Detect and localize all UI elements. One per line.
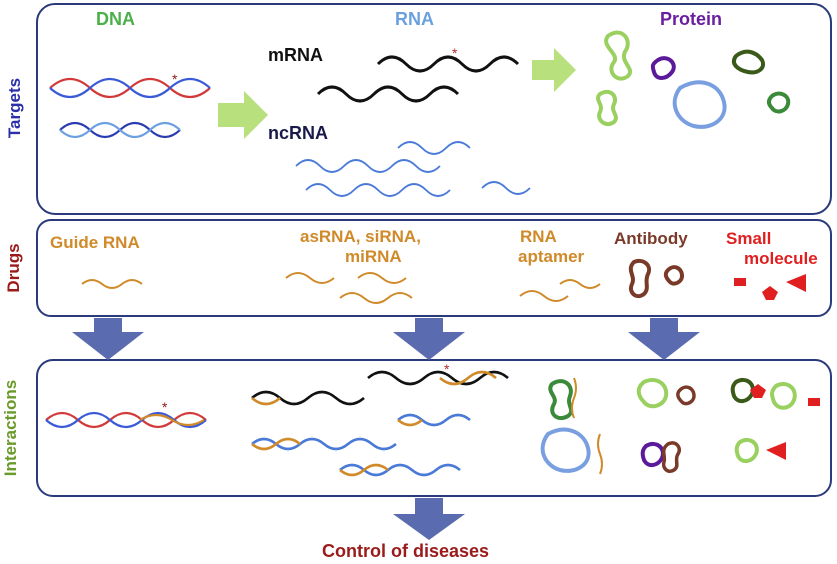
rna-strand-icon: [571, 377, 603, 475]
rna-strand-icon: [81, 272, 601, 304]
interactions-panel: [36, 359, 832, 497]
antibody-icon: [661, 385, 696, 474]
rna-strand-icon: [295, 141, 531, 197]
mutation-star-icon: *: [162, 399, 168, 415]
dna-helix-icon: [45, 411, 207, 429]
interactions-side-label: Interactions: [1, 379, 20, 477]
mutation-star-icon: *: [452, 45, 458, 61]
aptamer-label-line2: aptamer: [518, 247, 585, 266]
aptamer-label-line1: RNA: [520, 227, 557, 246]
drugs-side-label: Drugs: [4, 243, 23, 293]
arrow-down-icon: [393, 318, 465, 360]
small-molecule-label-line1: Small: [726, 229, 772, 248]
antibody-label: Antibody: [614, 229, 688, 248]
rna-strand-icon: [316, 85, 460, 103]
arrow-right-icon: [218, 91, 268, 139]
dna-helix-icon: [59, 121, 181, 139]
small-molecule-icon: [734, 274, 806, 300]
rna-strand-icon: [251, 370, 509, 477]
protein-title: Protein: [660, 9, 723, 29]
drugs-panel: [36, 219, 832, 317]
targets-panel: [36, 3, 832, 215]
dna-title: DNA: [96, 9, 135, 29]
arrow-down-icon: [628, 318, 700, 360]
ncrna-label: ncRNA: [268, 123, 329, 143]
asrna-label-line1: asRNA, siRNA,: [300, 227, 421, 246]
rna-title: RNA: [395, 9, 434, 29]
control-of-diseases-label: Control of diseases: [322, 541, 490, 561]
arrow-down-icon: [393, 498, 465, 540]
arrow-right-icon: [532, 48, 576, 92]
dna-helix-icon: [49, 77, 211, 99]
guide-rna-label: Guide RNA: [50, 233, 140, 252]
targets-side-label: Targets: [5, 77, 24, 139]
small-molecule-icon: [750, 384, 820, 460]
rna-strand-icon: [376, 55, 520, 73]
small-molecule-label-line2: molecule: [744, 249, 818, 268]
arrow-down-icon: [72, 318, 144, 360]
mrna-label: mRNA: [268, 45, 324, 65]
protein-blob-icon: [596, 30, 791, 129]
mutation-star-icon: *: [172, 71, 178, 87]
mutation-star-icon: *: [444, 361, 450, 377]
antibody-icon: [628, 259, 685, 299]
asrna-label-line2: miRNA: [345, 247, 402, 266]
protein-blob-icon: [540, 377, 797, 473]
